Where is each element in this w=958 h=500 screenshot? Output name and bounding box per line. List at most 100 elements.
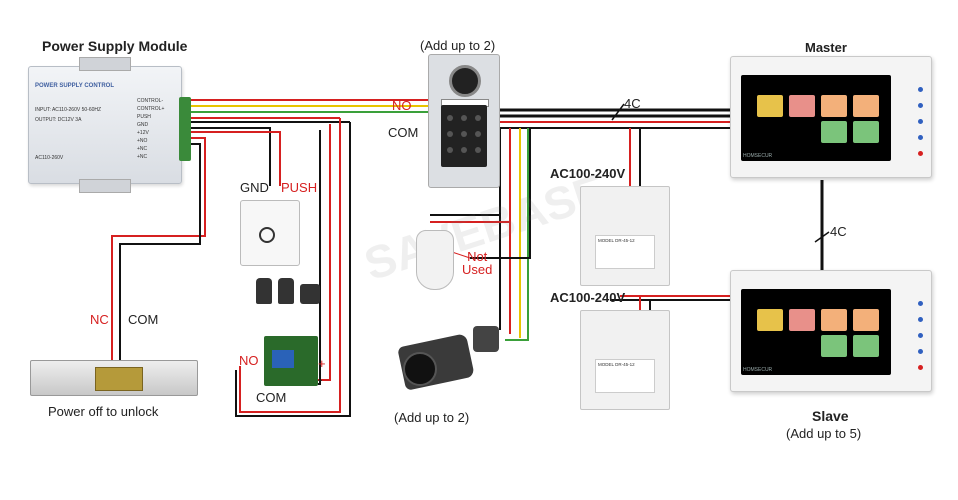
psu-mount-tab xyxy=(79,179,131,193)
screen-tile xyxy=(821,335,847,357)
psu-output-text: OUTPUT: DC12V 3A xyxy=(35,117,82,123)
screen-tile xyxy=(853,121,879,143)
screen-tile xyxy=(757,95,783,117)
psu-terminal-block xyxy=(179,97,191,161)
screen-tile xyxy=(789,95,815,117)
slave-sub-label: (Add up to 5) xyxy=(786,426,862,441)
door-station-add-label: (Add up to 2) xyxy=(420,38,496,53)
psu-terminal-label: +NO xyxy=(137,138,148,144)
psu-ac-text: AC110-260V xyxy=(35,155,64,161)
psu-terminal-label: +12V xyxy=(137,130,149,136)
pir-body xyxy=(416,230,454,290)
psu-unit-1: MODEL DR-45-12 xyxy=(580,186,670,286)
keypad-key xyxy=(461,115,467,121)
camera-mount xyxy=(473,326,499,352)
psu-terminal-label: +NC xyxy=(137,146,148,152)
exit-push-label: PUSH xyxy=(281,180,318,195)
master-side-button-icon xyxy=(918,135,923,140)
remote-fob-icon xyxy=(278,278,294,304)
remote-fob-icon xyxy=(256,278,272,304)
slave-screen xyxy=(741,289,891,375)
psu-terminal-labels: CONTROL- CONTROL+ PUSH GND +12V +NO +NC … xyxy=(137,97,164,161)
cam-green xyxy=(505,128,529,341)
psu-unit-2: MODEL DR-45-12 xyxy=(580,310,670,410)
screen-tile xyxy=(853,309,879,331)
wire-lock-nc xyxy=(111,137,206,360)
psu-unit-1-model: MODEL DR-45-12 xyxy=(595,235,655,269)
door-keypad xyxy=(441,105,487,167)
psu-unit-1-ac-label: AC100-240V xyxy=(550,166,626,181)
master-side-button-icon xyxy=(918,119,923,124)
master-label: Master xyxy=(805,40,847,55)
cable-4c-monitors-label: 4C xyxy=(830,224,847,239)
exit-button xyxy=(240,200,300,266)
psu-terminal-label: GND xyxy=(137,122,149,128)
master-side-button-icon xyxy=(918,87,923,92)
slave-side-button-icon xyxy=(918,301,923,306)
screen-tile xyxy=(853,95,879,117)
slave-monitor: HOMSECUR xyxy=(730,270,932,392)
master-side-button-icon xyxy=(918,103,923,108)
master-brand: HOMSECUR xyxy=(743,153,773,159)
master-monitor: HOMSECUR xyxy=(730,56,932,178)
screen-tile xyxy=(853,335,879,357)
bullet-camera xyxy=(395,318,515,402)
wire-lock-com xyxy=(119,143,201,360)
wire-gnd xyxy=(190,127,271,186)
psu-terminal-label: PUSH xyxy=(137,114,151,120)
relay-coil xyxy=(272,350,294,368)
relay-plus-label: + xyxy=(318,356,326,371)
master-screen xyxy=(741,75,891,161)
slave-brand: HOMSECUR xyxy=(743,367,773,373)
cable-mark-monitors xyxy=(814,231,830,243)
keypad-key xyxy=(447,147,453,153)
pir-black-2 xyxy=(470,128,531,259)
lock-caption: Power off to unlock xyxy=(48,404,159,419)
screen-tile xyxy=(821,309,847,331)
slave-side-button-icon xyxy=(918,317,923,322)
slave-label: Slave xyxy=(812,408,849,424)
screen-tile xyxy=(789,309,815,331)
keypad-key xyxy=(475,147,481,153)
relay-com-label: COM xyxy=(256,390,287,405)
lock-com-label: COM xyxy=(128,312,159,327)
screen-tile xyxy=(757,309,783,331)
psu-unit-2-model: MODEL DR-45-12 xyxy=(595,359,655,393)
door-station-com-label: COM xyxy=(388,125,419,140)
slave-side-button-icon xyxy=(918,333,923,338)
cable-4c-top-label: 4C xyxy=(624,96,641,111)
psu-input-text: INPUT: AC110-260V 50-60HZ xyxy=(35,107,102,113)
psu-panel-title: POWER SUPPLY CONTROL xyxy=(35,83,115,89)
motion-sensor xyxy=(408,224,460,294)
wire-push xyxy=(190,131,281,186)
psu-mount-tab xyxy=(79,57,131,71)
exit-button-key-icon xyxy=(259,227,275,243)
lock-latch xyxy=(95,367,143,391)
keypad-key xyxy=(461,147,467,153)
wire-relay-plus xyxy=(318,124,331,381)
camera-lens-icon xyxy=(403,352,437,386)
power-supply-title: Power Supply Module xyxy=(42,38,188,54)
psu-terminal-label: CONTROL- xyxy=(137,98,164,104)
remote-fob-icon xyxy=(300,284,320,304)
slave-side-button-icon xyxy=(918,349,923,354)
keypad-key xyxy=(447,115,453,121)
relay-minus-label: - xyxy=(318,372,323,387)
keypad-key xyxy=(461,131,467,137)
keypad-key xyxy=(475,115,481,121)
psu-terminal-label: +NC xyxy=(137,154,148,160)
lock-nc-label: NC xyxy=(90,312,109,327)
psu-terminal-label: CONTROL+ xyxy=(137,106,165,112)
camera-add-label: (Add up to 2) xyxy=(394,410,470,425)
wireless-relay-module xyxy=(264,336,318,386)
master-side-button-icon xyxy=(918,151,923,156)
keypad-key xyxy=(475,131,481,137)
door-station xyxy=(428,54,500,188)
wire-relay-black xyxy=(235,122,351,417)
relay-no-label: NO xyxy=(239,353,259,368)
electric-strike-lock xyxy=(30,360,198,396)
wire-relay-red xyxy=(239,118,341,413)
cable-mark-top xyxy=(611,103,625,121)
exit-gnd-label: GND xyxy=(240,180,269,195)
screen-tile xyxy=(821,121,847,143)
